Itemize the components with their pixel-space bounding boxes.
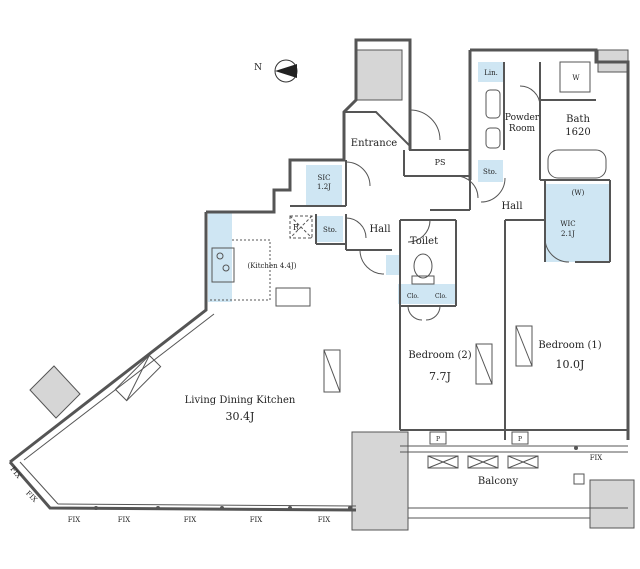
ps-label: PS	[435, 158, 446, 167]
p-label-2: P	[518, 436, 522, 443]
fix-markers	[94, 446, 578, 510]
wic-w-label: (W)	[572, 189, 585, 197]
compass-arrow-icon	[275, 64, 297, 78]
entrance-label: Entrance	[351, 138, 398, 149]
fix-label: FIX	[250, 516, 263, 524]
kitchen-label: (Kitchen 4.4J)	[248, 262, 297, 270]
interior-walls	[290, 62, 628, 440]
p-label-1: P	[436, 436, 440, 443]
lin-label: Lin.	[484, 69, 498, 77]
ldk-size: 30.4J	[226, 410, 255, 423]
fix-label: FIX	[590, 454, 603, 462]
compass: N	[254, 59, 298, 83]
bed1-size: 10.0J	[556, 358, 585, 371]
hall-right-label: Hall	[501, 201, 522, 212]
hall-left-label: Hall	[369, 224, 390, 235]
sic-size: 1.2J	[317, 183, 331, 191]
wic-size: 2.1J	[561, 230, 575, 238]
bath-name: Bath	[566, 114, 590, 125]
clo-label-1: Clo.	[407, 293, 419, 300]
balcony-label: Balcony	[478, 476, 519, 487]
refrigerator-label: R	[293, 223, 300, 232]
fix-label: FIX	[318, 516, 331, 524]
window-lines	[19, 313, 628, 519]
fix-label: FIX	[8, 465, 22, 480]
bed2-size: 7.7J	[429, 370, 451, 383]
bed2-name: Bedroom (2)	[408, 350, 471, 361]
fix-label: FIX	[184, 516, 197, 524]
door-swings	[345, 85, 570, 321]
compass-letter: N	[254, 63, 262, 73]
structural-blocks	[29, 49, 635, 531]
bed1-name: Bedroom (1)	[538, 340, 601, 351]
powder-label-1: Powder	[505, 113, 540, 123]
toilet-label: Toilet	[410, 236, 438, 247]
storage-fills	[208, 62, 610, 304]
ldk-name: Living Dining Kitchen	[185, 395, 296, 406]
sto-entry-label: Sto.	[323, 226, 337, 234]
fixtures	[114, 61, 607, 485]
fix-label: FIX	[68, 516, 81, 524]
sic-name: SIC	[318, 174, 331, 182]
clo-label-2: Clo.	[435, 293, 447, 300]
exterior-walls	[8, 38, 630, 512]
wic-name: WIC	[560, 220, 575, 228]
sto-hall-label: Sto.	[483, 168, 497, 176]
fix-label: FIX	[118, 516, 131, 524]
washer-label: W	[572, 74, 580, 82]
bath-size: 1620	[565, 127, 590, 138]
powder-label-2: Room	[509, 124, 536, 134]
